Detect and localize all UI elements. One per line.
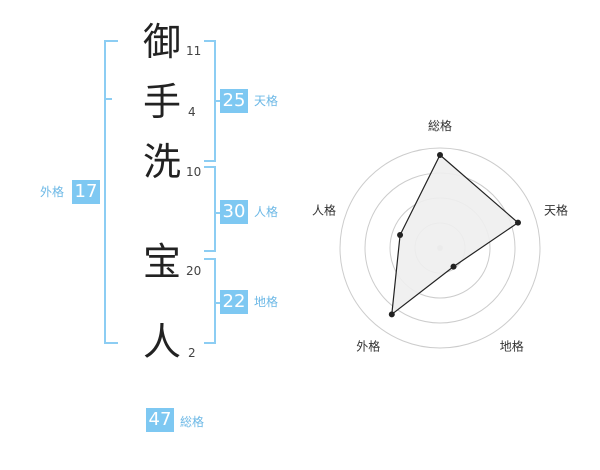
radar-point xyxy=(450,263,457,270)
name-char-1: 御 xyxy=(142,20,181,64)
radar-point xyxy=(437,152,443,158)
name-char-3: 洗 xyxy=(142,140,181,184)
tenkaku-label: 天格 xyxy=(254,94,279,108)
radar-axis-label: 天格 xyxy=(544,202,568,217)
radar-point xyxy=(388,311,395,318)
radar-axis-label: 外格 xyxy=(356,339,380,354)
radar-axis-label: 地格 xyxy=(500,339,524,354)
radar-points xyxy=(388,152,521,318)
stroke-count-1: 11 xyxy=(186,44,202,58)
jinkaku-connector xyxy=(214,212,222,214)
radar-axis-label: 人格 xyxy=(312,202,336,217)
jinkaku-bracket xyxy=(204,166,216,252)
radar-ring xyxy=(339,147,541,349)
gaikaku-bracket xyxy=(104,40,118,344)
gaikaku-bracket-mid xyxy=(104,98,112,100)
stroke-count-3: 10 xyxy=(186,165,202,179)
gaikaku-label: 外格 xyxy=(40,185,65,199)
name-char-5: 人 xyxy=(142,320,181,364)
jinkaku-value: 30 xyxy=(220,200,248,224)
chikaku-value: 22 xyxy=(220,290,248,314)
stroke-count-5: 2 xyxy=(188,346,196,360)
stroke-count-4: 20 xyxy=(186,264,202,278)
chikaku-connector xyxy=(214,302,222,304)
radar-point xyxy=(514,219,521,226)
gaikaku-value: 17 xyxy=(72,180,100,204)
radar-axis-label: 総格 xyxy=(428,118,452,133)
tenkaku-value: 25 xyxy=(220,89,248,113)
jinkaku-label: 人格 xyxy=(254,205,279,219)
radar-area xyxy=(391,154,519,316)
chikaku-bracket xyxy=(204,258,216,344)
name-char-2: 手 xyxy=(142,80,181,124)
chikaku-label: 地格 xyxy=(254,295,279,309)
name-char-4: 宝 xyxy=(142,240,181,284)
soukaku-label: 総格 xyxy=(180,415,205,429)
stroke-count-2: 4 xyxy=(188,105,196,119)
tenkaku-connector xyxy=(214,100,222,102)
radar-point xyxy=(397,232,404,239)
soukaku-value: 47 xyxy=(146,408,174,432)
